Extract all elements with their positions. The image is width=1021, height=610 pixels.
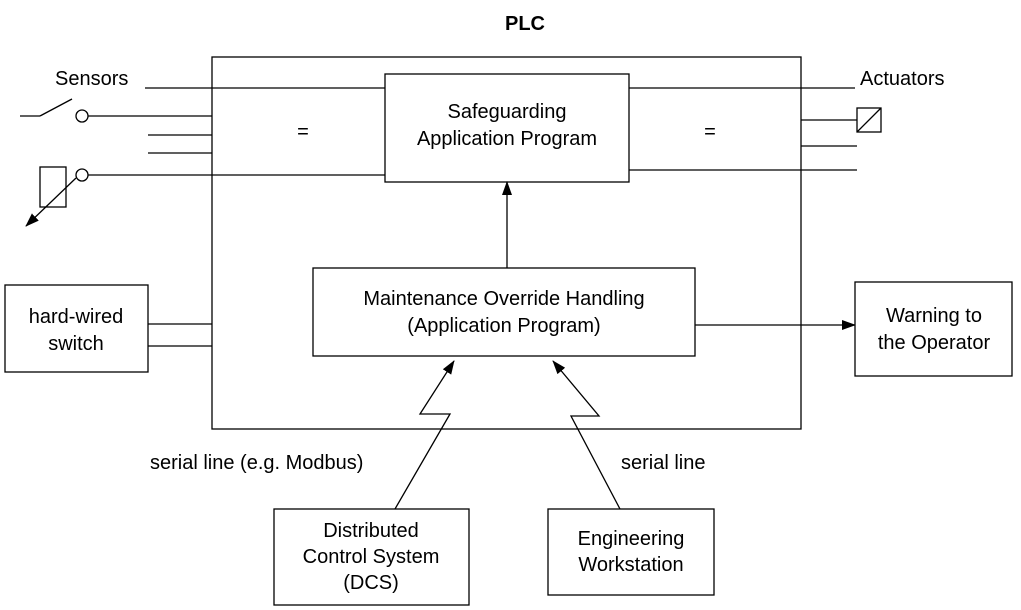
warning-line-2: the Operator bbox=[878, 332, 991, 354]
ews-line-2: Workstation bbox=[578, 554, 683, 576]
ellipsis-mark-right: = bbox=[704, 121, 716, 143]
warning-operator-box bbox=[854, 281, 1013, 377]
dcs-line-1: Distributed bbox=[323, 520, 419, 542]
safeguarding-line-1: Safeguarding bbox=[448, 101, 567, 123]
ellipsis-mark-left: = bbox=[297, 121, 309, 143]
ews-line-1: Engineering bbox=[578, 528, 685, 550]
serial-line-ews-arrow bbox=[552, 360, 621, 510]
plc-title: PLC bbox=[505, 13, 545, 35]
sensors-label: Sensors bbox=[55, 68, 128, 90]
hardwired-switch-box bbox=[4, 284, 149, 373]
dcs-box bbox=[273, 508, 470, 606]
maintenance-line-2: (Application Program) bbox=[407, 315, 600, 337]
serial-ews-label: serial line bbox=[621, 452, 705, 474]
serial-dcs-label: serial line (e.g. Modbus) bbox=[150, 452, 363, 474]
actuator-coil-icon bbox=[856, 107, 882, 133]
maintenance-line-1: Maintenance Override Handling bbox=[363, 288, 644, 310]
plc-frame bbox=[211, 56, 802, 430]
engineering-workstation-box bbox=[547, 508, 715, 596]
safeguarding-program-box bbox=[384, 73, 630, 183]
switch-line-1: hard-wired bbox=[29, 306, 123, 328]
actuators-label: Actuators bbox=[860, 68, 944, 90]
variable-sensor-icon bbox=[25, 166, 385, 227]
warning-line-1: Warning to bbox=[886, 305, 982, 327]
maintenance-override-box bbox=[312, 267, 696, 357]
switch-line-2: switch bbox=[48, 333, 104, 355]
serial-line-dcs-arrow bbox=[394, 360, 455, 510]
dcs-line-3: (DCS) bbox=[343, 572, 399, 594]
sensor-switch-icon bbox=[20, 98, 212, 123]
dcs-line-2: Control System bbox=[303, 546, 440, 568]
safeguarding-line-2: Application Program bbox=[417, 128, 597, 150]
